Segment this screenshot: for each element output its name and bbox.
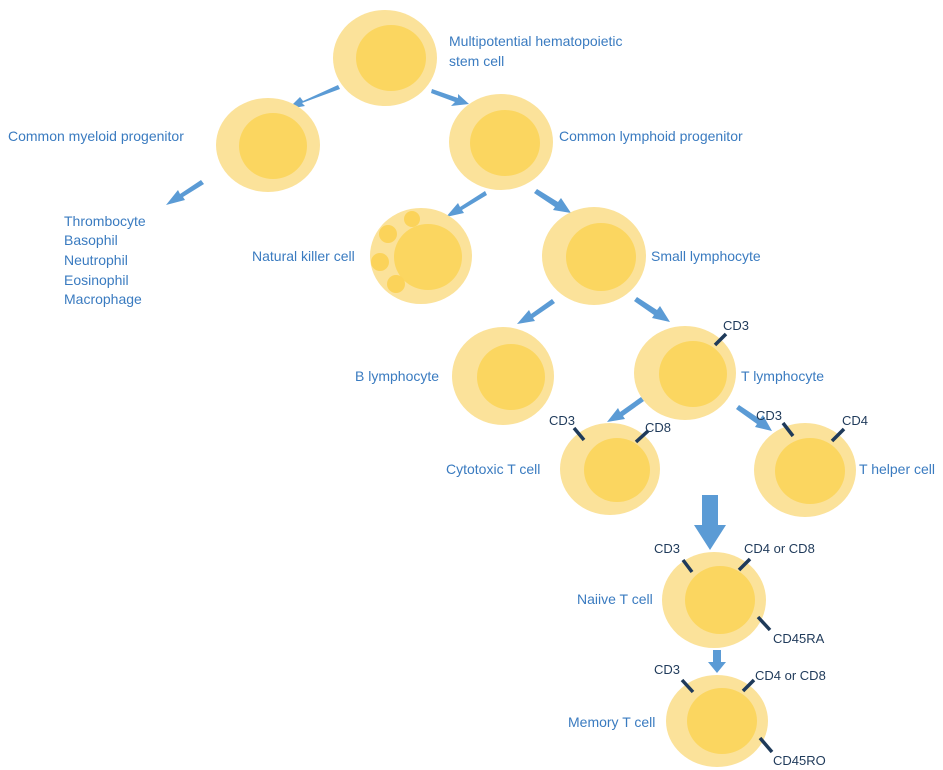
b-lymphocyte-cell	[452, 327, 554, 425]
helper-cd4-label: CD4	[842, 413, 868, 428]
myeloid-product-label: Eosinophil	[64, 272, 129, 288]
arrow-naive-to-memory	[708, 650, 726, 673]
naive-t-cell	[662, 552, 772, 648]
arrow-t-to-helper	[736, 405, 772, 431]
memory-t-cell	[666, 675, 774, 767]
natural-killer-cell	[370, 208, 472, 304]
t-helper-label: T helper cell	[859, 461, 935, 477]
helper-cd3-label: CD3	[756, 408, 782, 423]
t-lymphocyte-cd3-tick	[713, 332, 728, 347]
cytotoxic-cd3-label: CD3	[549, 413, 575, 428]
arrow-myeloid-to-products	[166, 180, 204, 205]
lymphoid-progenitor-cell	[449, 94, 553, 190]
arrow-lymphoid-to-small	[534, 189, 571, 213]
naive-cd4-cd8-label: CD4 or CD8	[744, 541, 815, 556]
stem-cell	[333, 10, 437, 106]
myeloid-progenitor-label: Common myeloid progenitor	[8, 128, 184, 144]
myeloid-product-label: Macrophage	[64, 291, 142, 307]
arrow-lymphoid-to-nk	[446, 191, 487, 217]
naive-cd3-label: CD3	[654, 541, 680, 556]
naive-cd3-tick	[681, 558, 694, 574]
helper-cd4-tick	[830, 427, 846, 443]
myeloid-product-label: Basophil	[64, 232, 118, 248]
memory-cd45ro-tick	[758, 736, 774, 754]
memory-t-label: Memory T cell	[568, 714, 655, 730]
arrow-small-to-t	[634, 297, 670, 322]
lymphoid-progenitor-label: Common lymphoid progenitor	[559, 128, 743, 144]
naive-cd45ra-tick	[756, 615, 772, 632]
cytotoxic-cd8-label: CD8	[645, 420, 671, 435]
arrows	[166, 85, 772, 673]
marker-labels: CD3 CD3 CD8 CD3 CD4 CD3 CD4 or CD8 CD45R…	[549, 318, 868, 768]
t-helper-cell	[754, 421, 856, 517]
arrow-small-to-b	[517, 299, 555, 324]
memory-cd3-tick	[680, 678, 695, 694]
naive-cd4-cd8-tick	[737, 557, 752, 572]
nk-granule	[404, 211, 420, 227]
t-lymphocyte-label: T lymphocyte	[741, 368, 824, 384]
myeloid-progenitor-cell	[216, 98, 320, 192]
myeloid-product-label: Thrombocyte	[64, 213, 146, 229]
arrow-stem-to-lymphoid	[431, 89, 469, 106]
memory-cd45ro-label: CD45RO	[773, 753, 826, 768]
small-lymphocyte-cell	[542, 207, 646, 305]
t-lymphocyte-cd3-label: CD3	[723, 318, 749, 333]
nk-granule	[371, 253, 389, 271]
helper-cd3-tick	[781, 421, 795, 438]
stem-cell-label-line1: Multipotential hematopoietic	[449, 33, 623, 49]
cytotoxic-t-cell	[560, 423, 660, 515]
t-lymphocyte-cell	[634, 326, 736, 420]
nk-granule	[387, 275, 405, 293]
cell-labels: Multipotential hematopoietic stem cell C…	[8, 33, 935, 730]
arrow-stem-to-myeloid	[288, 85, 340, 109]
cytotoxic-t-label: Cytotoxic T cell	[446, 461, 540, 477]
b-lymphocyte-label: B lymphocyte	[355, 368, 439, 384]
naive-cd45ra-label: CD45RA	[773, 631, 825, 646]
small-lymphocyte-label: Small lymphocyte	[651, 248, 761, 264]
cytotoxic-cd8-tick	[634, 429, 650, 444]
memory-cd4-cd8-label: CD4 or CD8	[755, 668, 826, 683]
natural-killer-label: Natural killer cell	[252, 248, 355, 264]
memory-cd3-label: CD3	[654, 662, 680, 677]
arrow-t-to-cytotoxic	[607, 397, 644, 422]
myeloid-product-label: Neutrophil	[64, 252, 128, 268]
cytotoxic-cd3-tick	[572, 426, 586, 442]
memory-cd4-cd8-tick	[741, 678, 756, 693]
stem-cell-label-line2: stem cell	[449, 53, 504, 69]
naive-t-label: Naiive T cell	[577, 591, 653, 607]
nk-granule	[379, 225, 397, 243]
arrow-cytotoxic-to-naive	[694, 495, 726, 550]
